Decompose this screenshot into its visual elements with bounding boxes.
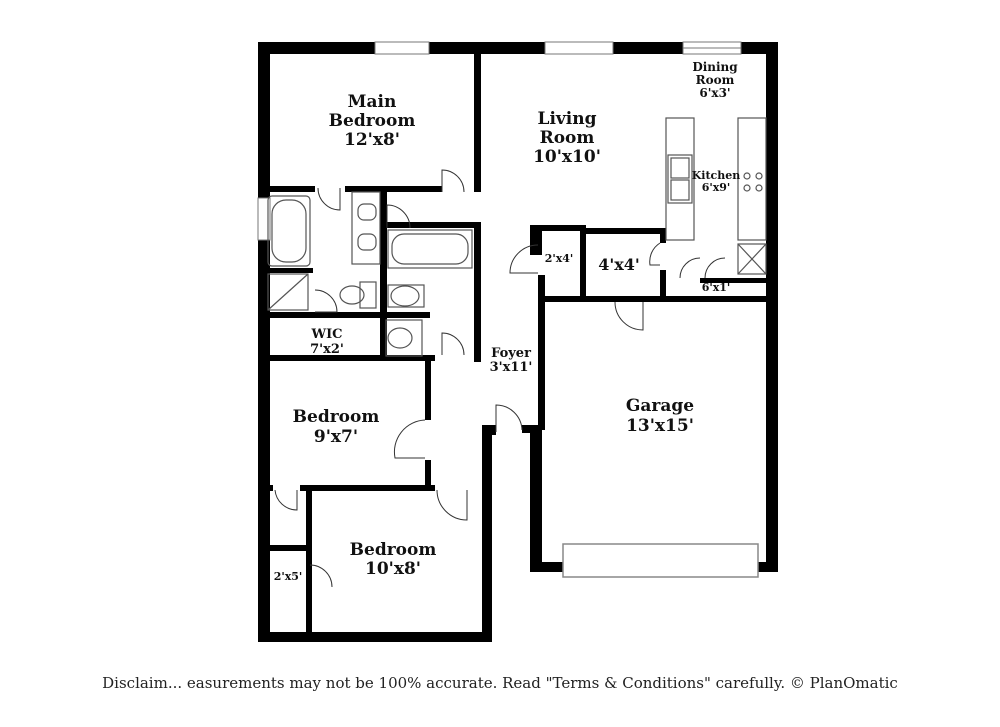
closet-4x4-size: 4'x4' bbox=[598, 255, 640, 274]
dining-room-label-2: Room bbox=[696, 73, 735, 87]
dining-room-label: Dining bbox=[692, 60, 738, 74]
garage-label: Garage bbox=[626, 396, 694, 416]
wic-size: 7'x2' bbox=[310, 342, 344, 357]
kitchen-size: 6'x9' bbox=[702, 181, 731, 194]
door-swings bbox=[274, 169, 726, 588]
tub-fixture bbox=[267, 195, 311, 267]
foyer-label: Foyer bbox=[491, 346, 531, 361]
living-room-size: 10'x10' bbox=[533, 147, 601, 167]
bedroom-3-label: Bedroom bbox=[350, 540, 437, 560]
kitchen-label: Kitchen bbox=[692, 169, 741, 182]
living-room-label-2: Room bbox=[540, 128, 595, 148]
fixtures bbox=[267, 117, 767, 357]
closet-2x5-size: 2'x5' bbox=[274, 570, 303, 583]
windows bbox=[257, 41, 742, 241]
room-labels: Main Bedroom 12'x8' Living Room 10'x10' … bbox=[274, 60, 741, 583]
garage-size: 13'x15' bbox=[626, 416, 694, 436]
bedroom-2-size: 9'x7' bbox=[314, 427, 358, 447]
main-bedroom-size: 12'x8' bbox=[344, 130, 400, 150]
bedroom-2-label: Bedroom bbox=[293, 407, 380, 427]
foyer-size: 3'x11' bbox=[490, 360, 533, 375]
kitchen-counter bbox=[665, 117, 695, 241]
living-room-label: Living bbox=[538, 109, 597, 129]
dining-room-size: 6'x3' bbox=[699, 86, 730, 100]
bedroom-3-size: 10'x8' bbox=[365, 559, 421, 579]
main-bedroom-label-2: Bedroom bbox=[329, 111, 416, 131]
disclaimer-text: Disclaim... easurements may not be 100% … bbox=[102, 674, 898, 692]
main-bedroom-label: Main bbox=[348, 92, 397, 112]
wic-label: WIC bbox=[310, 327, 342, 342]
closet-2x4-size: 2'x4' bbox=[545, 252, 574, 265]
pantry-size: 6'x1' bbox=[702, 281, 731, 294]
interior-walls bbox=[265, 50, 768, 635]
garage-door bbox=[562, 543, 759, 578]
